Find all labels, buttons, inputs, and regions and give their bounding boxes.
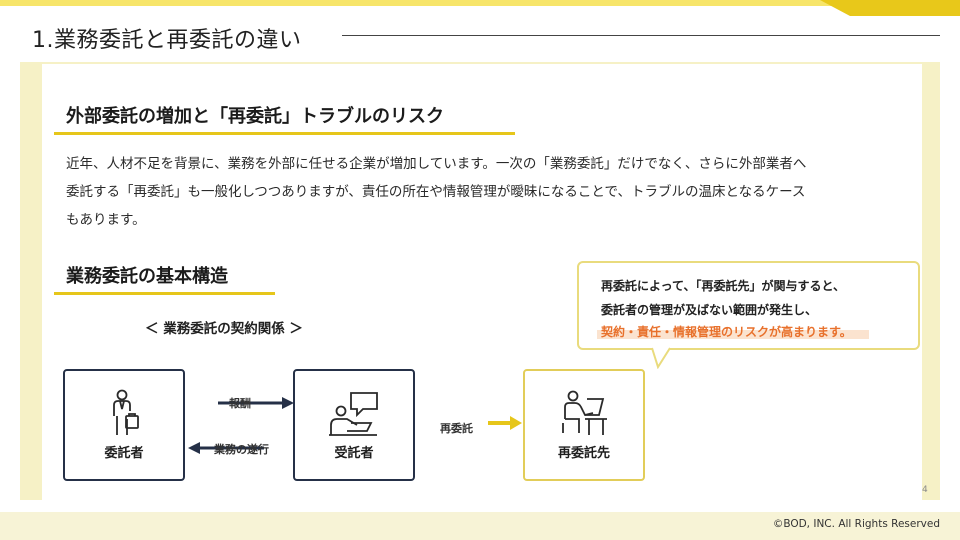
- footer-band: [0, 512, 960, 540]
- performance-label: 業務の遂行: [214, 443, 269, 456]
- callout-line-3: 契約・責任・情報管理のリスクが高まります。: [601, 325, 852, 339]
- contract-arrows: [188, 397, 294, 454]
- intro-paragraph: 近年、人材不足を背景に、業務を外部に任せる企業が増加しています。一次の「業務委託…: [66, 150, 916, 234]
- section-heading-underline: [54, 292, 275, 295]
- entity-client-label: 委託者: [104, 446, 144, 461]
- intro-line-3: もあります。: [66, 212, 146, 228]
- person-at-laptop-with-speech-bubble-icon: [329, 392, 378, 436]
- callout-highlight-marker: [597, 330, 869, 339]
- entity-contractor-box: 受託者: [293, 369, 415, 481]
- header-accent-bar: [0, 0, 960, 16]
- entity-client-box: 委託者: [63, 369, 185, 481]
- performance-arrowhead: [188, 442, 200, 454]
- person-at-desk-with-computer-icon: [562, 390, 607, 435]
- entity-subcontractor-box: 再委託先: [523, 369, 645, 481]
- section-heading-underline: [54, 132, 515, 135]
- risk-callout: 再委託によって、「再委託先」が関与すると、 委託者の管理が及ばない範囲が発生し、…: [577, 261, 920, 350]
- diagram-caption: ＜ 業務委託の契約関係 ＞: [145, 321, 303, 337]
- title-divider: [342, 35, 940, 36]
- entity-contractor-label: 受託者: [334, 446, 374, 461]
- intro-line-1: 近年、人材不足を背景に、業務を外部に任せる企業が増加しています。一次の「業務委託…: [66, 156, 807, 172]
- slide-title: 1.業務委託と再委託の違い: [32, 28, 302, 53]
- callout-line-1: 再委託によって、「再委託先」が関与すると、: [601, 279, 845, 293]
- section-heading-risk: 外部委託の増加と「再委託」トラブルのリスク: [66, 106, 444, 127]
- copyright-notice: ©BOD, INC. All Rights Reserved: [772, 518, 940, 530]
- intro-line-2: 委託する「再委託」も一般化しつつありますが、責任の所在や情報管理が曖昧になること…: [66, 184, 806, 200]
- entity-subcontractor-label: 再委託先: [557, 446, 610, 461]
- page-number: 4: [922, 485, 928, 495]
- person-with-briefcase-icon: [113, 389, 139, 435]
- section-heading-structure: 業務委託の基本構造: [66, 266, 228, 287]
- callout-tail: [651, 347, 671, 369]
- subcontract-label: 再委託: [440, 422, 473, 435]
- reward-arrowhead: [282, 397, 294, 409]
- subcontract-arrow: [488, 416, 522, 430]
- callout-line-2: 委託者の管理が及ばない範囲が発生し、: [601, 303, 818, 317]
- reward-label: 報酬: [229, 397, 251, 410]
